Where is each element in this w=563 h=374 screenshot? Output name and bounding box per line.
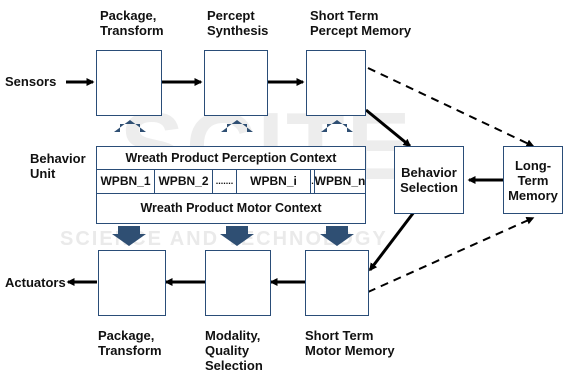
label-modality-quality-selection: Modality, Quality Selection	[205, 328, 263, 373]
behavior-unit-label: Behavior Unit	[30, 151, 86, 181]
behavior-selection-box: Behavior Selection	[394, 146, 464, 214]
package-transform-bottom-box	[98, 250, 166, 316]
block-arrow-down-1	[112, 226, 146, 246]
long-term-memory-box: Long- Term Memory	[503, 146, 563, 214]
dashed-arrows	[367, 67, 535, 293]
label-percept-synthesis: Percept Synthesis	[207, 8, 269, 38]
short-term-motor-memory-box	[305, 250, 369, 316]
modality-quality-selection-box	[205, 250, 271, 316]
sensors-label: Sensors	[5, 74, 57, 89]
block-arrow-down-2	[220, 226, 254, 246]
label-short-term-percept-memory: Short Term Percept Memory	[310, 8, 412, 38]
wpbn-row: WPBN_1 WPBN_2 ....... WPBN_i ....... WPB…	[97, 169, 365, 194]
block-arrow-up-1	[114, 120, 146, 132]
solid-arrows	[66, 78, 505, 286]
package-transform-top-box	[96, 50, 162, 116]
wpbn-cell-n: WPBN_n	[314, 174, 366, 188]
block-arrow-up-2	[221, 120, 253, 132]
actuators-label: Actuators	[5, 275, 66, 290]
behavior-unit-context: Wreath Product Perception Context WPBN_1…	[96, 146, 366, 224]
wpbn-ellipsis-2: .......	[311, 169, 315, 193]
percept-synthesis-box	[204, 50, 268, 116]
wpbn-cell-i: WPBN_i	[237, 169, 311, 193]
dashed-stmm-to-ltm	[367, 217, 535, 293]
wpbn-cell-2: WPBN_2	[155, 169, 213, 193]
motor-context-title: Wreath Product Motor Context	[140, 200, 322, 215]
perception-context-title: Wreath Product Perception Context	[97, 147, 365, 170]
wpbn-ellipsis-1: .......	[213, 169, 237, 193]
label-short-term-motor-memory: Short Term Motor Memory	[305, 328, 395, 358]
label-package-transform-top: Package, Transform	[100, 8, 164, 38]
block-arrow-down-3	[320, 226, 354, 246]
watermark-tagline: SCIENCE AND TECHNOLOGY	[60, 228, 388, 250]
block-arrows	[112, 120, 354, 246]
wpbn-cell-1: WPBN_1	[97, 169, 155, 193]
arrow-stpm-to-behavior	[365, 108, 412, 148]
block-arrow-up-3	[321, 120, 353, 132]
dashed-stpm-to-ltm	[367, 67, 535, 147]
short-term-percept-memory-box	[306, 50, 366, 116]
label-package-transform-bottom: Package, Transform	[98, 328, 162, 358]
arrow-behavior-to-stmm	[368, 211, 416, 272]
